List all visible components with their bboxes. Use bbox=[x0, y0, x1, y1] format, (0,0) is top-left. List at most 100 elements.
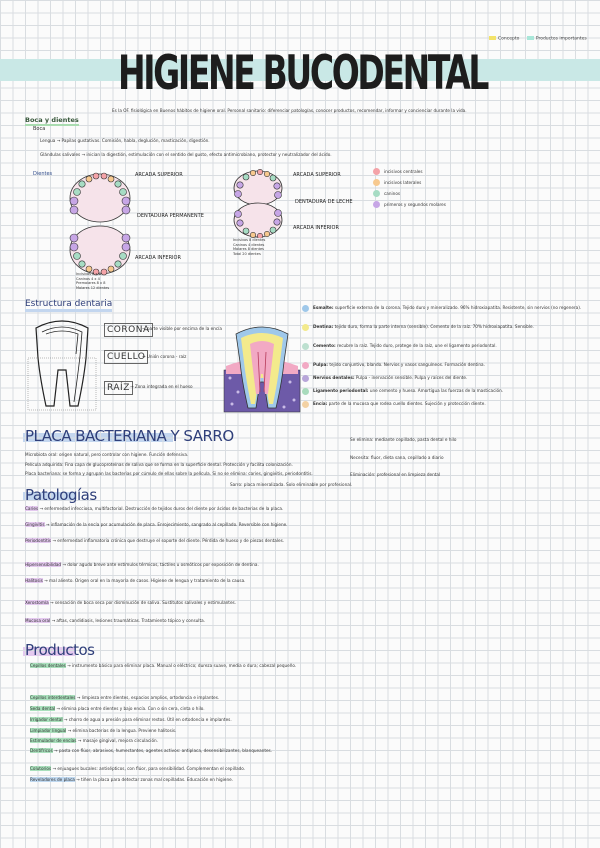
layer-row: Nervios dentales: Pulpa - inervación sen… bbox=[302, 374, 592, 387]
placa-right2: Necesita: fluor, dieta sana, cepillado a… bbox=[350, 455, 444, 460]
dentadura-leche-label: DENTADURA DE LECHE bbox=[295, 199, 353, 205]
layer-desc: une cemento y hueso. Amortigua las fuerz… bbox=[369, 388, 504, 393]
section-boca-dientes: Boca y dientes bbox=[25, 116, 79, 126]
sarro-text: Sarro: placa mineralizada. Solo eliminab… bbox=[230, 482, 353, 487]
raiz-note: → Zona integrada en el hueso bbox=[130, 384, 193, 389]
producto-desc: masaje gingival, mejora circulación. bbox=[82, 738, 158, 743]
permanent-legend-line: Molares 12 dientes bbox=[76, 285, 110, 290]
permanent-legend: Incisivos 8 x 8 Caninos 4 x 4 Premolares… bbox=[76, 272, 109, 290]
patologia-name: Xerostomía bbox=[25, 600, 49, 605]
lengua-text: Lengua → Papilas gustativas. Comisión, h… bbox=[40, 138, 210, 143]
placa-line3: Placa bacteriana: se forma y agrupan las… bbox=[25, 471, 313, 476]
key-label: incisivos centrales bbox=[384, 169, 423, 174]
patologia-name: Periodontitis bbox=[25, 538, 52, 543]
producto-name: Dentífricos bbox=[30, 748, 53, 753]
dentadura-permanente-label: DENTADURA PERMANENTE bbox=[137, 213, 204, 219]
patologia-name: Halitosis bbox=[25, 578, 43, 583]
patologia-desc: sensación de boca seca por disminución d… bbox=[54, 600, 237, 605]
producto-name: Estimulador de encías bbox=[30, 738, 77, 743]
producto-item: Estimulador de encías → masaje gingival,… bbox=[30, 738, 158, 743]
patologia-name: Caries bbox=[25, 506, 39, 511]
layer-desc: Pulpa - inervación sensible. Pulpa y raí… bbox=[355, 375, 468, 380]
cuello-label: CUELLO bbox=[104, 350, 149, 364]
producto-name: Reveladores de placa bbox=[30, 777, 75, 782]
section-estructura: Estructura dentaria bbox=[25, 299, 113, 312]
legend-swatch-concepto bbox=[489, 36, 496, 40]
key-dot bbox=[373, 190, 380, 197]
legend-label-productos: Productos importantes bbox=[535, 36, 587, 42]
legend-swatch-productos bbox=[526, 36, 534, 40]
key-dot bbox=[373, 168, 380, 175]
arcada-superior-label-right: ARCADA SUPERIOR bbox=[293, 172, 341, 178]
patologia-name: Hipersensibilidad bbox=[25, 562, 62, 567]
layer-desc: recubre la raíz. Tejido duro, protege de… bbox=[337, 343, 497, 348]
corona-note: → parte visible por encima de la encía bbox=[142, 326, 222, 331]
placa-heading-text: PLACA BACTERIANA Y SARRO bbox=[25, 427, 234, 445]
layer-name: Dentina: bbox=[313, 324, 334, 329]
key-dot bbox=[373, 201, 380, 208]
producto-name: Colutorios bbox=[30, 766, 52, 771]
layer-row: Esmalte: superficie externa de la corona… bbox=[302, 304, 592, 323]
patologia-item: Gingivitis → inflamación de la encía por… bbox=[25, 522, 288, 527]
productos-heading-text: Productos bbox=[25, 641, 95, 659]
layer-dot bbox=[302, 343, 309, 350]
producto-desc: tiñen la placa para detectar zonas mal c… bbox=[81, 777, 234, 782]
layer-dot bbox=[302, 305, 309, 312]
patologia-item: Caries → enfermedad infecciosa, multifac… bbox=[25, 506, 284, 511]
corona-label: CORONA bbox=[104, 323, 153, 337]
patologia-item: Periodontitis → enfermedad inflamatoria … bbox=[25, 538, 285, 543]
patologia-name: Gingivitis bbox=[25, 522, 45, 527]
layer-text: Encía: parte de la mucosa que rodea cuel… bbox=[313, 401, 583, 406]
dientes-label: Dientes bbox=[33, 171, 53, 177]
patologia-desc: enfermedad infecciosa, multifactorial. D… bbox=[44, 506, 284, 511]
patologia-item: Hipersensibilidad → dolor agudo breve an… bbox=[25, 562, 259, 567]
producto-desc: enjuagues bucales: antisépticos, con flú… bbox=[57, 766, 246, 771]
producto-desc: pasta con flúor, abrasivos, humectantes,… bbox=[58, 748, 273, 753]
producto-item: Cepillos dentales → instrumento básico p… bbox=[30, 663, 297, 668]
intro-text: Es la OF. fisiológica en Buenos hábitos … bbox=[112, 108, 467, 113]
layer-dot bbox=[302, 324, 309, 331]
tooth-outline-illustration bbox=[27, 320, 97, 411]
permanent-legend-line: Caninos 4 x 4 bbox=[76, 276, 100, 281]
producto-desc: elimina bacterias de la lengua. Previene… bbox=[72, 728, 177, 733]
producto-name: Cepillos dentales bbox=[30, 663, 66, 668]
section-patologias: Patologías bbox=[23, 486, 97, 504]
raiz-label: RAÍZ bbox=[104, 381, 133, 395]
producto-desc: limpieza entre dientes, espacios amplios… bbox=[81, 695, 220, 700]
producto-desc: elimina placa entre dientes y bajo encía… bbox=[61, 706, 205, 711]
layer-row: Cemento: recubre la raíz. Tejido duro, p… bbox=[302, 342, 592, 361]
layer-name: Pulpa: bbox=[313, 362, 328, 367]
patologia-item: Halitosis → mal aliento. Origen oral en … bbox=[25, 578, 246, 583]
placa-right3: Eliminación: profesional en limpieza den… bbox=[350, 472, 441, 477]
milk-legend-line: Caninos 4 dientes bbox=[233, 242, 265, 247]
layer-name: Ligamento periodontal: bbox=[313, 388, 369, 393]
milk-legend-line: Total 20 dientes bbox=[233, 251, 261, 256]
layer-text: Dentina: tejido duro, forma la parte int… bbox=[313, 324, 583, 329]
layer-name: Esmalte: bbox=[313, 305, 334, 310]
patologia-desc: dolor agudo breve ante estímulos térmico… bbox=[67, 562, 259, 567]
producto-desc: chorro de agua a presión para eliminar r… bbox=[68, 717, 232, 722]
patologias-list: Caries → enfermedad infecciosa, multifac… bbox=[25, 506, 590, 630]
key-label: incisivos laterales bbox=[384, 180, 422, 185]
placa-line1: Microbiota oral: origen natural, pero co… bbox=[25, 452, 189, 457]
layer-desc: superficie externa de la corona. Tejido … bbox=[334, 305, 582, 310]
key-label: caninos bbox=[384, 191, 401, 196]
corona-word: CORONA bbox=[104, 323, 153, 337]
producto-name: Limpiador lingual bbox=[30, 728, 67, 733]
tooth-cross-section-illustration bbox=[223, 326, 301, 413]
placa-line2: Película adquirida: Fina capa de glucopr… bbox=[25, 462, 293, 467]
glandulas-text: Glándulas salivales → inician la digesti… bbox=[40, 152, 332, 157]
producto-item: Colutorios → enjuagues bucales: antisépt… bbox=[30, 766, 246, 771]
key-dot bbox=[373, 179, 380, 186]
producto-name: Cepillos interdentales bbox=[30, 695, 76, 700]
layer-dot bbox=[302, 375, 309, 382]
layer-row: Ligamento periodontal: une cemento y hue… bbox=[302, 387, 592, 400]
boca-label: Boca bbox=[33, 126, 46, 132]
layer-dot bbox=[302, 362, 309, 369]
cuello-word: CUELLO bbox=[104, 350, 149, 364]
layer-dot bbox=[302, 401, 309, 408]
producto-item: Seda dental → elimina placa entre diente… bbox=[30, 706, 205, 711]
layer-text: Esmalte: superficie externa de la corona… bbox=[313, 305, 583, 310]
legend: Concepto Productos importantes bbox=[489, 36, 587, 42]
permanent-teeth-illustration bbox=[69, 172, 131, 276]
